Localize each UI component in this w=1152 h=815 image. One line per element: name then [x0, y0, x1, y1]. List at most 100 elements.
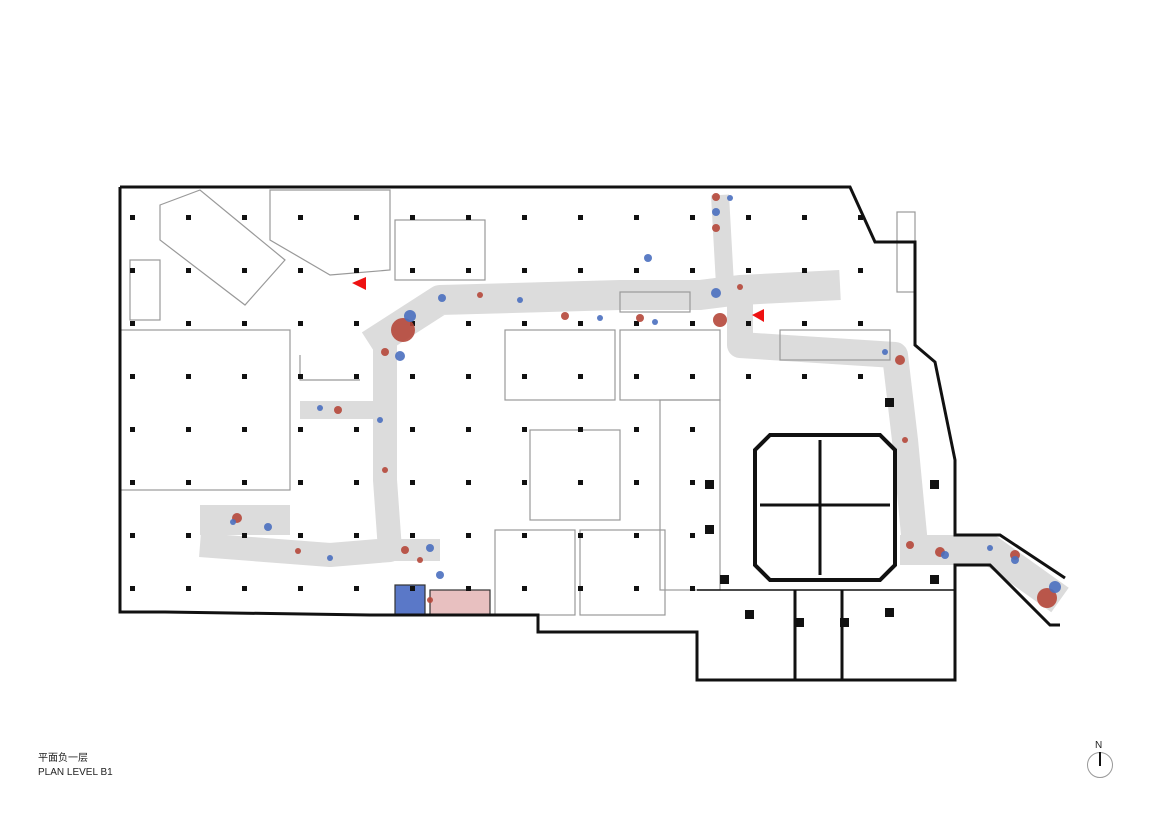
column: [634, 215, 639, 220]
activity-marker: [395, 351, 405, 361]
column: [858, 374, 863, 379]
column: [298, 374, 303, 379]
activity-markers: [230, 193, 1061, 608]
column: [746, 268, 751, 273]
column: [466, 215, 471, 220]
column: [522, 268, 527, 273]
activity-marker: [712, 193, 720, 201]
column: [802, 215, 807, 220]
column: [930, 575, 939, 584]
column: [130, 268, 135, 273]
column: [634, 268, 639, 273]
north-arrow-icon: N: [1086, 740, 1114, 780]
activity-marker: [941, 551, 949, 559]
column: [410, 374, 415, 379]
activity-marker: [1049, 581, 1061, 593]
activity-marker: [438, 294, 446, 302]
activity-marker: [727, 195, 733, 201]
column: [186, 427, 191, 432]
activity-marker: [377, 417, 383, 423]
column: [186, 268, 191, 273]
column: [578, 427, 583, 432]
column: [885, 398, 894, 407]
column: [466, 374, 471, 379]
activity-marker: [597, 315, 603, 321]
activity-marker: [895, 355, 905, 365]
column: [690, 427, 695, 432]
column: [466, 321, 471, 326]
plan-title-english: PLAN LEVEL B1: [38, 767, 113, 778]
north-needle: [1099, 752, 1101, 766]
column: [578, 215, 583, 220]
column: [354, 480, 359, 485]
activity-marker: [712, 224, 720, 232]
column: [522, 480, 527, 485]
column: [410, 215, 415, 220]
column: [858, 321, 863, 326]
column: [242, 427, 247, 432]
column: [298, 427, 303, 432]
column: [858, 268, 863, 273]
column: [186, 533, 191, 538]
column: [410, 268, 415, 273]
column: [354, 321, 359, 326]
column: [705, 480, 714, 489]
column: [745, 610, 754, 619]
column: [578, 374, 583, 379]
activity-marker: [882, 349, 888, 355]
column: [690, 374, 695, 379]
column: [690, 533, 695, 538]
activity-marker: [644, 254, 652, 262]
column: [634, 374, 639, 379]
column: [578, 480, 583, 485]
column: [298, 321, 303, 326]
entrance-arrow-icon: [352, 277, 366, 290]
north-stair-corridor: [711, 194, 734, 286]
activity-marker: [317, 405, 323, 411]
column: [795, 618, 804, 627]
entrance-markers: [352, 277, 764, 322]
column: [298, 586, 303, 591]
column: [242, 533, 247, 538]
column: [354, 268, 359, 273]
column: [130, 533, 135, 538]
activity-marker: [391, 318, 415, 342]
column: [130, 480, 135, 485]
column: [705, 525, 714, 534]
activity-marker: [230, 519, 236, 525]
column: [802, 268, 807, 273]
column: [802, 374, 807, 379]
column: [930, 480, 939, 489]
column: [410, 586, 415, 591]
column: [354, 427, 359, 432]
column: [840, 618, 849, 627]
column: [634, 427, 639, 432]
column: [298, 215, 303, 220]
column: [746, 374, 751, 379]
activity-marker: [295, 548, 301, 554]
activity-marker: [426, 544, 434, 552]
plan-caption: 平面负一层 PLAN LEVEL B1: [38, 752, 113, 780]
column: [130, 427, 135, 432]
column: [690, 268, 695, 273]
east-corridor: [727, 300, 928, 547]
main-corridor: [361, 270, 841, 358]
column: [186, 374, 191, 379]
activity-marker: [712, 208, 720, 216]
column: [354, 586, 359, 591]
activity-marker: [477, 292, 483, 298]
column: [186, 321, 191, 326]
column: [634, 533, 639, 538]
column: [522, 215, 527, 220]
column: [522, 533, 527, 538]
activity-marker: [711, 288, 721, 298]
activity-marker: [652, 319, 658, 325]
activity-marker: [417, 557, 423, 563]
column: [130, 586, 135, 591]
column: [746, 321, 751, 326]
activity-marker: [1011, 556, 1019, 564]
column: [410, 480, 415, 485]
column: [578, 586, 583, 591]
column: [858, 215, 863, 220]
column: [634, 321, 639, 326]
